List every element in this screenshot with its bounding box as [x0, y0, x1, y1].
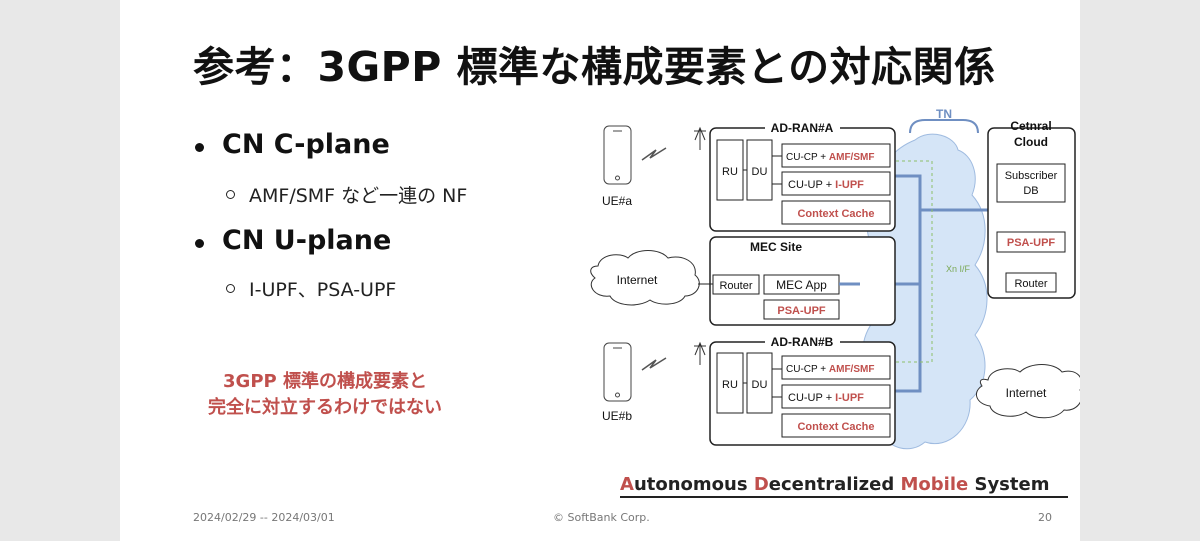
context-cache-box	[781, 200, 891, 225]
caption-part: utonomous	[633, 474, 754, 495]
mec-psa-upf-label: PSA-UPF	[777, 305, 826, 317]
ue-a-label: UE#a	[602, 194, 632, 208]
sub-bullet-ring	[226, 190, 235, 199]
caption-part: ecentralized	[768, 474, 901, 495]
bullet-label: CN C-plane	[222, 129, 390, 160]
subscriber-db-label-2: DB	[1023, 185, 1038, 197]
ru-box	[716, 139, 744, 201]
cu-up-box	[781, 384, 891, 409]
internet-cloud-left	[590, 250, 700, 306]
ue-b-phone	[603, 342, 632, 402]
context-cache-label: Context Cache	[797, 421, 874, 433]
footer-copyright: © SoftBank Corp.	[553, 511, 650, 524]
ru-label: RU	[722, 166, 738, 178]
caption-part: System	[968, 474, 1050, 495]
central-psa-upf-label: PSA-UPF	[1007, 237, 1056, 249]
bullet-cn-u-plane: CN U-plane	[195, 225, 392, 256]
page-number: 20	[1038, 511, 1052, 524]
ue-a-phone	[603, 125, 632, 185]
caption-part: Mobile	[900, 474, 969, 495]
system-caption: Autonomous Decentralized Mobile System	[620, 474, 1049, 495]
mec-app-label: MEC App	[776, 278, 827, 292]
cu-up-label: CU-UP + I-UPF	[788, 179, 864, 191]
xn-link	[890, 160, 933, 363]
cu-cp-label: CU-CP + AMF/SMF	[786, 364, 874, 375]
mec-router-label: Router	[719, 280, 752, 292]
caption-part: A	[620, 474, 634, 495]
cu-up-box	[781, 171, 891, 196]
cu-cp-box	[781, 355, 891, 380]
central-cloud-label-1: Cetnral	[1010, 119, 1051, 133]
central-router-label: Router	[1014, 278, 1047, 290]
central-psa-upf-box	[996, 231, 1066, 253]
context-cache-label: Context Cache	[797, 208, 874, 220]
cu-up-label: CU-UP + I-UPF	[788, 392, 864, 404]
bullet-dot	[195, 239, 204, 248]
mec-site-label: MEC Site	[750, 240, 802, 254]
ue-b-label: UE#b	[602, 409, 632, 423]
internet-left-label: Internet	[617, 273, 658, 287]
antenna-icon	[694, 126, 706, 150]
ru-label: RU	[722, 379, 738, 391]
du-label: DU	[752, 166, 768, 178]
note-text: 3GPP 標準の構成要素と 完全に対立するわけではない	[200, 369, 450, 421]
note-line-1: 3GPP 標準の構成要素と	[223, 371, 427, 392]
architecture-diagram: TN Xn I/F UE#a UE#b	[590, 107, 1080, 450]
sub-bullet-text: AMF/SMF など一連の NF	[249, 185, 468, 207]
slide: 参考：3GPP 標準な構成要素との対応関係 CN C-plane AMF/SMF…	[120, 0, 1080, 541]
cu-cp-label: CU-CP + AMF/SMF	[786, 152, 874, 163]
bullet-cn-c-plane: CN C-plane	[195, 129, 390, 160]
radio-signal-icon	[641, 147, 667, 161]
antenna-icon	[694, 341, 706, 365]
tn-label: TN	[936, 107, 952, 121]
ad-ran-a-label: AD-RAN#A	[771, 121, 834, 135]
bullet-dot	[195, 143, 204, 152]
footer-date: 2024/02/29 -- 2024/03/01	[193, 511, 335, 524]
internet-cloud-right	[975, 364, 1080, 419]
context-cache-box	[781, 413, 891, 438]
ad-ran-b-label: AD-RAN#B	[771, 335, 834, 349]
sub-bullet-c-plane: AMF/SMF など一連の NF	[226, 181, 468, 208]
radio-signal-icon	[641, 357, 667, 371]
note-line-2: 完全に対立するわけではない	[208, 397, 442, 418]
du-label: DU	[752, 379, 768, 391]
tn-bracket	[909, 119, 979, 134]
slide-title: 参考：3GPP 標準な構成要素との対応関係	[193, 43, 996, 91]
sub-bullet-u-plane: I-UPF、PSA-UPF	[226, 275, 397, 302]
central-cloud-label-2: Cloud	[1014, 135, 1048, 149]
caption-underline	[620, 496, 1068, 498]
subscriber-db-label-1: Subscriber	[1005, 170, 1058, 182]
xn-label: Xn I/F	[946, 264, 971, 274]
bullet-label: CN U-plane	[222, 225, 392, 256]
subscriber-db-box	[996, 163, 1066, 203]
internet-right-label: Internet	[1006, 386, 1047, 400]
sub-bullet-text: I-UPF、PSA-UPF	[249, 279, 397, 301]
central-router-box	[1005, 272, 1057, 293]
cu-cp-box	[781, 143, 891, 168]
du-box	[746, 139, 773, 201]
caption-part: D	[753, 474, 769, 495]
sub-bullet-ring	[226, 284, 235, 293]
mec-psa-upf-box	[763, 299, 840, 320]
